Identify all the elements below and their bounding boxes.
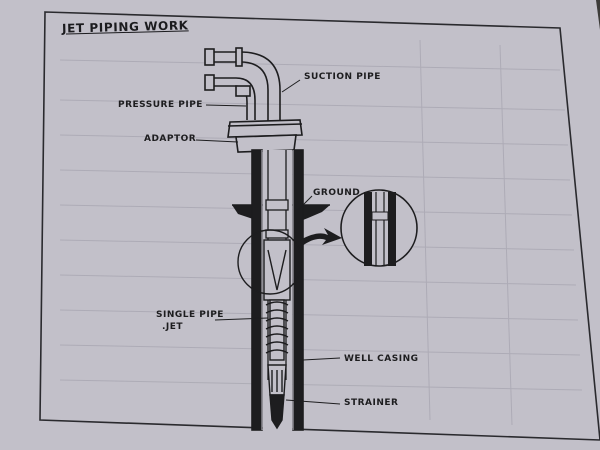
faint-background-table [59, 39, 583, 426]
arrow-icon [300, 228, 342, 246]
label-suction-pipe: SUCTION PIPE [304, 72, 381, 82]
label-ground: GROUND [313, 188, 361, 198]
label-well-casing: WELL CASING [344, 354, 419, 364]
label-single-pipe-jet-line1: SINGLE PIPE [156, 310, 224, 320]
strainer-drawing [267, 364, 287, 430]
adaptor-drawing [227, 119, 303, 153]
single-pipe-jet-drawing [263, 239, 291, 361]
page-border [39, 11, 600, 441]
label-single-pipe-jet-line2: .JET [162, 322, 184, 332]
label-adaptor: ADAPTOR [144, 134, 197, 144]
pressure-pipe-drawing [204, 74, 256, 120]
leader-lines [195, 79, 341, 405]
label-pressure-pipe: PRESSURE PIPE [118, 100, 203, 110]
detail-circle-magnified [340, 189, 418, 267]
detail-circle-small [237, 229, 303, 295]
suction-pipe-drawing [204, 47, 281, 215]
label-strainer: STRAINER [344, 398, 399, 408]
